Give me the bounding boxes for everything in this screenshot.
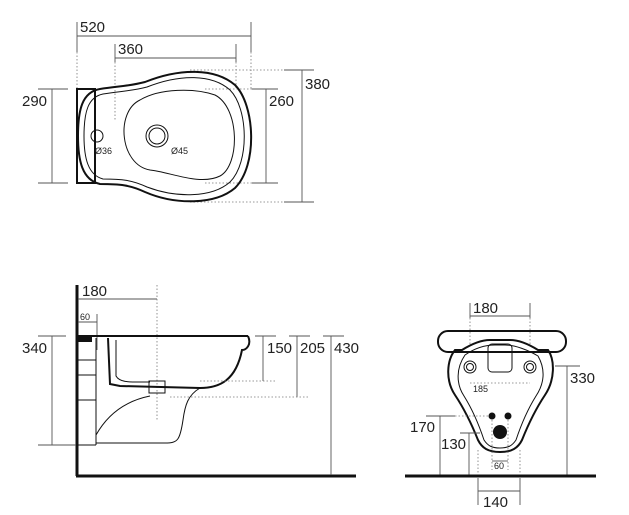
- fixing-slot: [487, 343, 513, 373]
- dim-label-170: 170: [410, 419, 435, 436]
- front-view: 180 185 330 170 130 60 140: [405, 300, 596, 511]
- dim-label-340: 340: [22, 340, 47, 357]
- dim-label-180-front: 180: [473, 300, 498, 317]
- front-body: [447, 339, 554, 454]
- side-view: 180 60 340 150 205 430: [22, 283, 359, 478]
- top-view: 520 360 Ø36 Ø45 290 260 380: [22, 19, 330, 203]
- dim-label-140: 140: [483, 494, 508, 511]
- dim-label-150: 150: [267, 340, 292, 357]
- bidet-inner-rim: [83, 77, 245, 196]
- tap-hole-label: Ø36: [95, 146, 112, 156]
- dim-label-205: 205: [300, 340, 325, 357]
- pedestal-profile: [96, 387, 201, 444]
- drain-outer: [145, 124, 169, 148]
- fixing-hole-right: [523, 360, 537, 374]
- dim-label-180: 180: [82, 283, 107, 300]
- dim-label-330: 330: [570, 370, 595, 387]
- bidet-bowl: [123, 89, 235, 181]
- bolt-hole-left: [488, 412, 496, 420]
- bowl-inner: [115, 340, 151, 383]
- dim-label-60: 60: [80, 312, 90, 322]
- dim-label-130: 130: [441, 436, 466, 453]
- drain-inner: [148, 127, 166, 145]
- fixing-hole-right-inner: [526, 363, 534, 371]
- wall-bracket-side: [78, 338, 97, 446]
- drain-hole-label: Ø45: [171, 146, 188, 156]
- drain-section: [148, 380, 166, 394]
- dim-label-60-front: 60: [494, 461, 504, 471]
- dim-label-185: 185: [473, 384, 488, 394]
- fixing-hole-left: [463, 360, 477, 374]
- bolt-hole-right: [504, 412, 512, 420]
- wall-bracket: [76, 88, 96, 184]
- mount-plate: [78, 336, 92, 342]
- dim-label-360: 360: [118, 41, 143, 58]
- bidet-outer-rim: [76, 70, 253, 203]
- bowl-section: [107, 335, 251, 390]
- front-rim: [437, 330, 567, 353]
- dim-label-290: 290: [22, 93, 47, 110]
- fixing-hole-left-inner: [466, 363, 474, 371]
- tap-hole: [90, 129, 104, 143]
- dim-label-260: 260: [269, 93, 294, 110]
- dim-label-430: 430: [334, 340, 359, 357]
- pedestal-curve: [95, 395, 151, 436]
- dim-label-380: 380: [305, 76, 330, 93]
- waste-hole: [493, 425, 507, 439]
- dim-label-520: 520: [80, 19, 105, 36]
